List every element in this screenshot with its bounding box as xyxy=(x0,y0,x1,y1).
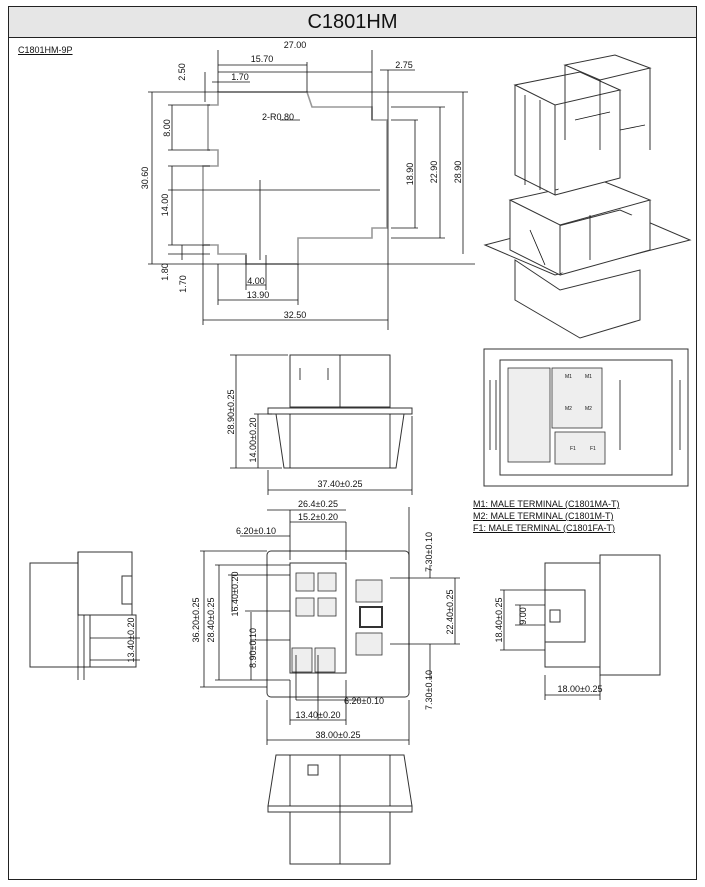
dim-1-80: 1.80 xyxy=(160,263,170,281)
terminal-label: M2 xyxy=(585,406,592,412)
front-right-22-4: 22.40±0.25 xyxy=(445,590,455,635)
dim-2-75: 2.75 xyxy=(395,60,413,70)
front-view: 26.4±0.25 15.2±0.20 6.20±0.10 36.20±0.25… xyxy=(191,499,460,745)
right-height-18-4: 18.40±0.25 xyxy=(494,598,504,643)
dim-8: 8.00 xyxy=(162,119,172,137)
top-view: M1 M1 M2 M2 F1 F1 xyxy=(483,348,689,487)
front-height-16-4: 16.40±0.20 xyxy=(230,572,240,617)
dim-22-90: 22.90 xyxy=(429,161,439,184)
terminal-label: M1 xyxy=(585,374,592,380)
front-right-bottom: 7.30±0.10 xyxy=(424,670,434,710)
isometric-view xyxy=(483,54,692,339)
left-side-view: 13.40±0.20 xyxy=(29,551,140,680)
front-width-38: 38.00±0.25 xyxy=(316,730,361,740)
note-f1: F1: MALE TERMINAL (C1801FA-T) xyxy=(473,523,616,533)
front-height-28-4: 28.40±0.25 xyxy=(206,598,216,643)
dim-28-90: 28.90 xyxy=(453,161,463,184)
front-height-8-9: 8.90±0.10 xyxy=(248,628,258,668)
dim-1-70-bottom: 1.70 xyxy=(178,275,188,293)
right-height-9: 9.00 xyxy=(518,607,528,625)
left-height: 13.40±0.20 xyxy=(126,618,136,663)
panel-cutout-view: 27.00 15.70 1.70 2.50 2.75 2-R0.80 8.00 … xyxy=(140,40,475,330)
side-width: 37.40±0.25 xyxy=(318,479,363,489)
title-bar: C1801HM xyxy=(8,6,697,38)
dim-13-90: 13.90 xyxy=(247,290,270,300)
side-height-total: 28.90±0.25 xyxy=(226,390,236,435)
front-right-top: 7.30±0.10 xyxy=(424,532,434,572)
terminal-label: M1 xyxy=(565,374,572,380)
dim-18-90: 18.90 xyxy=(405,163,415,186)
right-side-view: 18.40±0.25 9.00 18.00±0.25 xyxy=(494,554,661,700)
dim-30-60: 30.60 xyxy=(140,167,150,190)
terminal-label: M2 xyxy=(565,406,572,412)
note-m2: M2: MALE TERMINAL (C1801M-T) xyxy=(473,511,614,521)
side-height-lower: 14.00±0.20 xyxy=(248,418,258,463)
bottom-view xyxy=(267,754,413,865)
dim-27: 27.00 xyxy=(284,40,307,50)
terminal-label: F1 xyxy=(590,446,596,452)
dim-14: 14.00 xyxy=(160,194,170,217)
dim-32-50: 32.50 xyxy=(284,310,307,320)
front-height-36-2: 36.20±0.25 xyxy=(191,598,201,643)
dim-1-70-top: 1.70 xyxy=(231,72,249,82)
right-width: 18.00±0.25 xyxy=(558,684,603,694)
front-width-15-2: 15.2±0.20 xyxy=(298,512,338,522)
front-pitch-top: 6.20±0.10 xyxy=(236,526,276,536)
part-number-label: C1801HM-9P xyxy=(18,45,73,55)
front-pitch-bottom: 6.20±0.10 xyxy=(344,696,384,706)
note-m1: M1: MALE TERMINAL (C1801MA-T) xyxy=(473,499,620,509)
dim-4: 4.00 xyxy=(247,276,265,286)
terminal-notes: M1: MALE TERMINAL (C1801MA-T) M2: MALE T… xyxy=(473,498,620,534)
front-width-13-4: 13.40±0.20 xyxy=(296,710,341,720)
dim-radius: 2-R0.80 xyxy=(262,112,294,122)
front-width-26-4: 26.4±0.25 xyxy=(298,499,338,509)
side-view: 28.90±0.25 14.00±0.20 37.40±0.25 xyxy=(226,354,413,495)
terminal-label: F1 xyxy=(570,446,576,452)
dim-15-70: 15.70 xyxy=(251,54,274,64)
dim-2-50: 2.50 xyxy=(177,63,187,81)
